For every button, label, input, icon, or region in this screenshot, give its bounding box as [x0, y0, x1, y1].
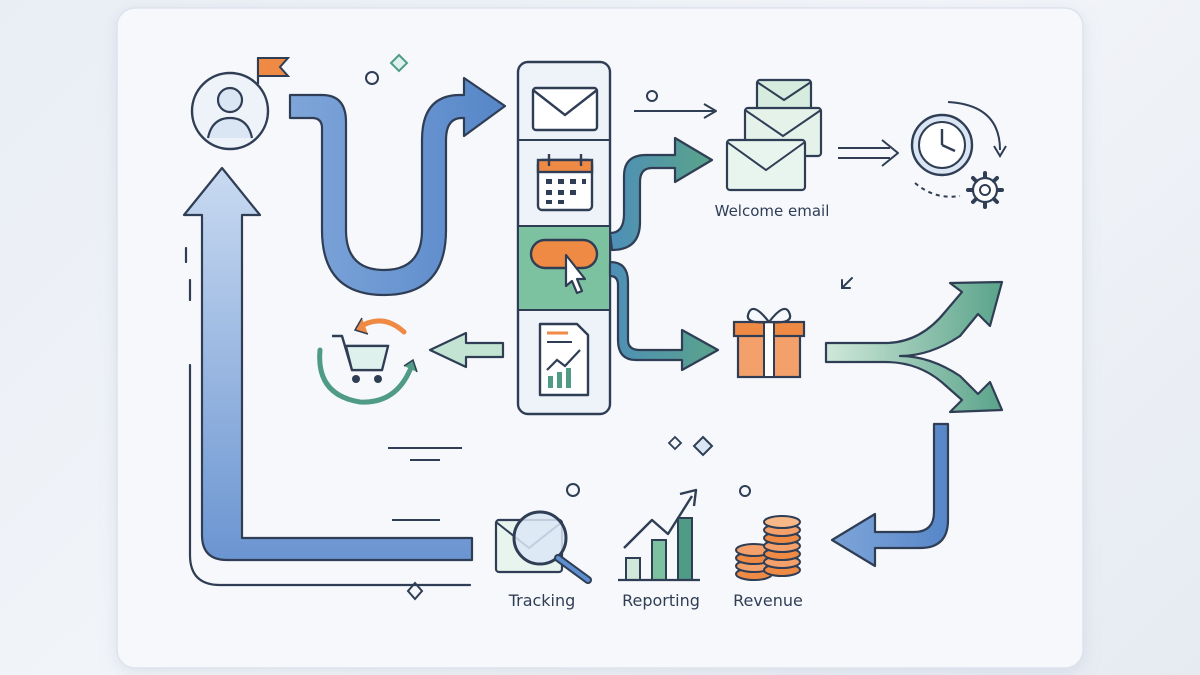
gift-path-arrow — [608, 260, 720, 372]
revenue-return-arrow — [830, 422, 950, 568]
return-loop-arrow — [182, 166, 474, 562]
revenue-label: Revenue — [733, 591, 803, 610]
split-arrow — [824, 280, 1004, 414]
coins-icon — [735, 515, 801, 581]
magnifier-envelope-icon — [494, 510, 592, 584]
reporting-label: Reporting — [622, 591, 700, 610]
small-diagonal-arrow — [841, 277, 853, 289]
report-icon — [538, 322, 590, 397]
decor-diamond — [406, 581, 424, 601]
decor-circle — [365, 71, 379, 85]
s-curve-arrow — [288, 76, 507, 297]
calendar-icon — [536, 154, 594, 212]
envelope-icon — [531, 86, 599, 132]
decor-diamond — [692, 435, 714, 457]
thin-arrow-top — [634, 90, 717, 119]
clock-icon — [910, 101, 1007, 198]
gear-icon — [966, 171, 1004, 209]
email-stack-icon — [725, 78, 823, 192]
email-path-arrow — [608, 136, 714, 252]
cart-icon — [317, 317, 418, 405]
click-button-icon — [529, 238, 599, 295]
decor-circle — [739, 485, 751, 497]
tracking-label: Tracking — [508, 591, 576, 610]
user-icon — [190, 71, 270, 151]
cart-arrow — [428, 331, 505, 369]
decor-diamond — [389, 53, 409, 73]
bar-chart-icon — [618, 488, 700, 582]
welcome-email-label: Welcome email — [715, 202, 830, 220]
gift-icon — [732, 307, 806, 379]
decor-circle — [566, 483, 580, 497]
flag-icon — [256, 57, 291, 84]
decor-diamond — [667, 435, 683, 451]
double-arrow — [838, 139, 899, 167]
